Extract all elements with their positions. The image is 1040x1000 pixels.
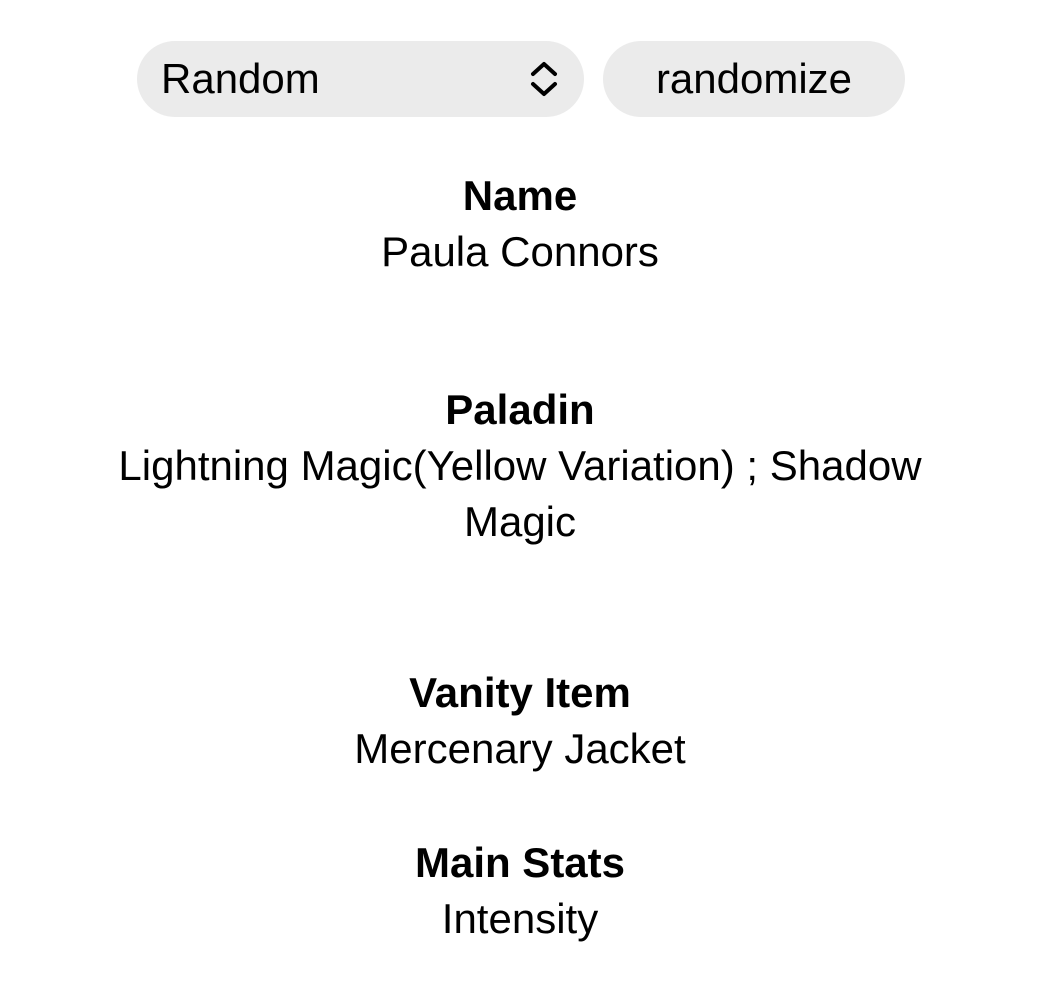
controls-bar: Random randomize (137, 41, 905, 117)
main-stats-heading: Main Stats (414, 839, 626, 886)
main-stats-value: Intensity (441, 895, 599, 942)
main-stats-section: Main Stats Intensity (60, 835, 980, 947)
vanity-item-heading: Vanity Item (409, 669, 631, 716)
class-section: Paladin Lightning Magic(Yellow Variation… (60, 382, 980, 550)
mode-select-value: Random (161, 55, 320, 102)
class-heading: Paladin (445, 386, 595, 433)
vanity-item-section: Vanity Item Mercenary Jacket (60, 665, 980, 777)
name-section: Name Paula Connors (60, 168, 980, 280)
randomize-button[interactable]: randomize (603, 41, 905, 117)
class-value: Lightning Magic(Yellow Variation) ; Shad… (118, 442, 922, 545)
name-value: Paula Connors (381, 228, 659, 275)
mode-select[interactable]: Random (137, 41, 584, 117)
name-heading: Name (462, 172, 578, 219)
chevron-up-down-icon (531, 62, 557, 96)
vanity-item-value: Mercenary Jacket (354, 725, 686, 772)
